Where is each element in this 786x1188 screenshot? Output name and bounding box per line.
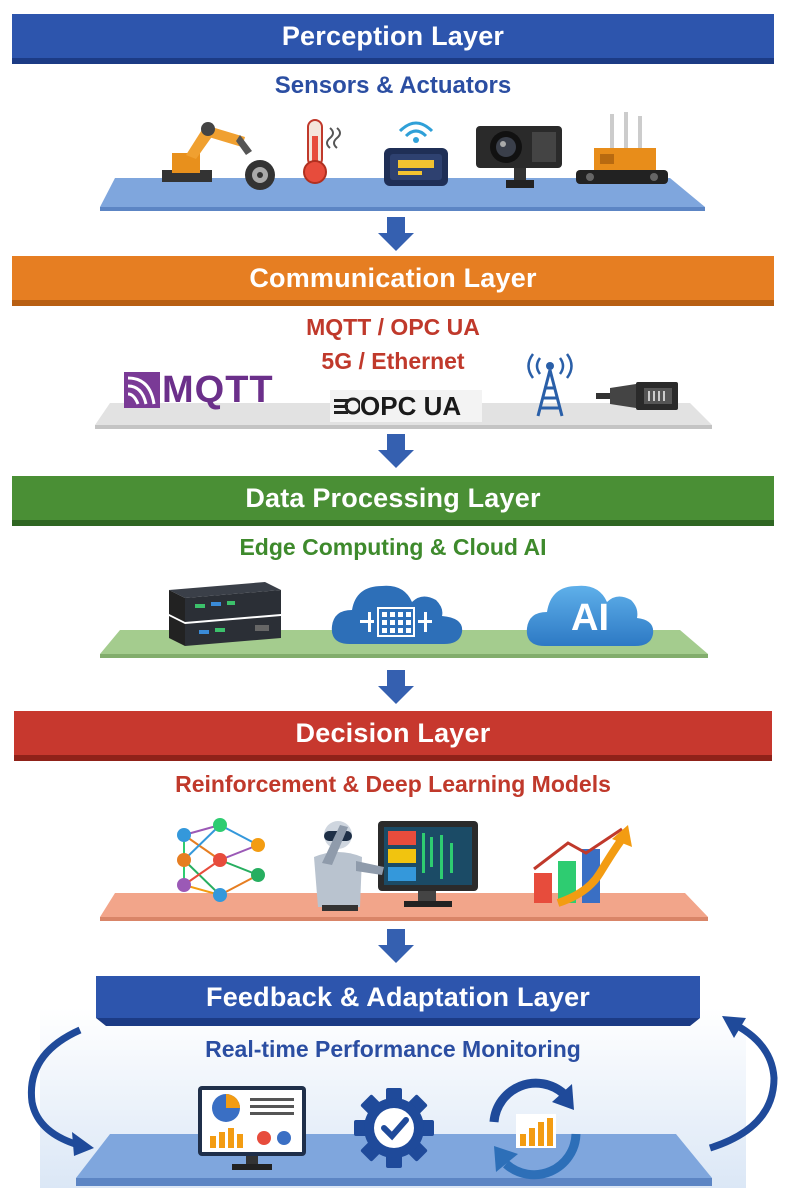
antenna-tower-icon: [527, 353, 573, 417]
edge-server-icon: [169, 582, 281, 646]
gear-check-icon: [354, 1088, 434, 1168]
perception-layer-title: Perception Layer: [281, 21, 505, 51]
data-processing-subtitle: Edge Computing & Cloud AI: [239, 534, 547, 560]
cycle-chart-icon: [489, 1078, 581, 1180]
flow-arrow-3: [378, 670, 414, 704]
mqtt-logo: MQTT: [124, 368, 294, 412]
opc-ua-logo: OPC UA: [330, 390, 482, 422]
decision-layer: Decision Layer Reinforcement & Deep Lear…: [0, 705, 786, 963]
feedback-return-arrow-icon: [708, 1016, 778, 1152]
robotic-arm-icon: [162, 122, 275, 190]
opc-ua-logo-mark: [334, 397, 360, 415]
feedback-loop-arrow-icon: [27, 1026, 94, 1156]
camera-icon: [476, 126, 562, 188]
feedback-layer: Feedback & Adaptation Layer Real-time Pe…: [0, 968, 786, 1188]
cloud-ai-icon: AI: [525, 578, 655, 650]
data-processing-banner-bg: [12, 476, 774, 526]
decision-banner-bg: [14, 711, 772, 761]
thermometer-icon: [303, 119, 341, 184]
perception-banner-bg: [12, 14, 774, 64]
ethernet-plug-icon: [596, 382, 678, 410]
wireless-sensor-icon: [384, 121, 448, 186]
communication-subtitle-line-1: MQTT / OPC UA: [306, 314, 480, 340]
actuator-icon: [576, 112, 668, 184]
feedback-subtitle: Real-time Performance Monitoring: [205, 1036, 581, 1062]
communication-subtitle-line-2: 5G / Ethernet: [321, 348, 465, 374]
cloud-processing-icon: [331, 585, 463, 644]
perception-layer-subtitle: Sensors & Actuators: [274, 72, 512, 99]
flow-arrow-4: [378, 929, 414, 963]
decision-subtitle: Reinforcement & Deep Learning Models: [175, 771, 611, 797]
communication-layer-title: Communication Layer: [249, 263, 537, 293]
cloud-ai-label: AI: [571, 597, 609, 639]
mqtt-logo-mark: [124, 372, 160, 408]
decision-layer-title: Decision Layer: [295, 718, 491, 748]
cloud-ai-shape: [526, 585, 654, 646]
data-processing-layer: Data Processing Layer Edge Computing & C…: [0, 470, 786, 704]
dashboard-icon: [198, 1086, 306, 1170]
data-processing-layer-title: Data Processing Layer: [245, 483, 541, 513]
growth-chart-icon: [533, 825, 632, 907]
neural-network-icon: [177, 818, 265, 902]
communication-banner-bg: [12, 256, 774, 306]
flow-arrow-2: [378, 434, 414, 468]
communication-layer: Communication Layer MQTT / OPC UA 5G / E…: [0, 250, 786, 468]
mqtt-logo-text: MQTT: [162, 369, 274, 411]
opc-ua-logo-text: OPC UA: [360, 391, 462, 421]
perception-layer: Perception Layer Sensors & Actuators: [0, 0, 786, 251]
robot-monitor-icon: [314, 821, 478, 911]
flow-arrow-1: [378, 217, 414, 251]
feedback-layer-title: Feedback & Adaptation Layer: [206, 982, 590, 1012]
